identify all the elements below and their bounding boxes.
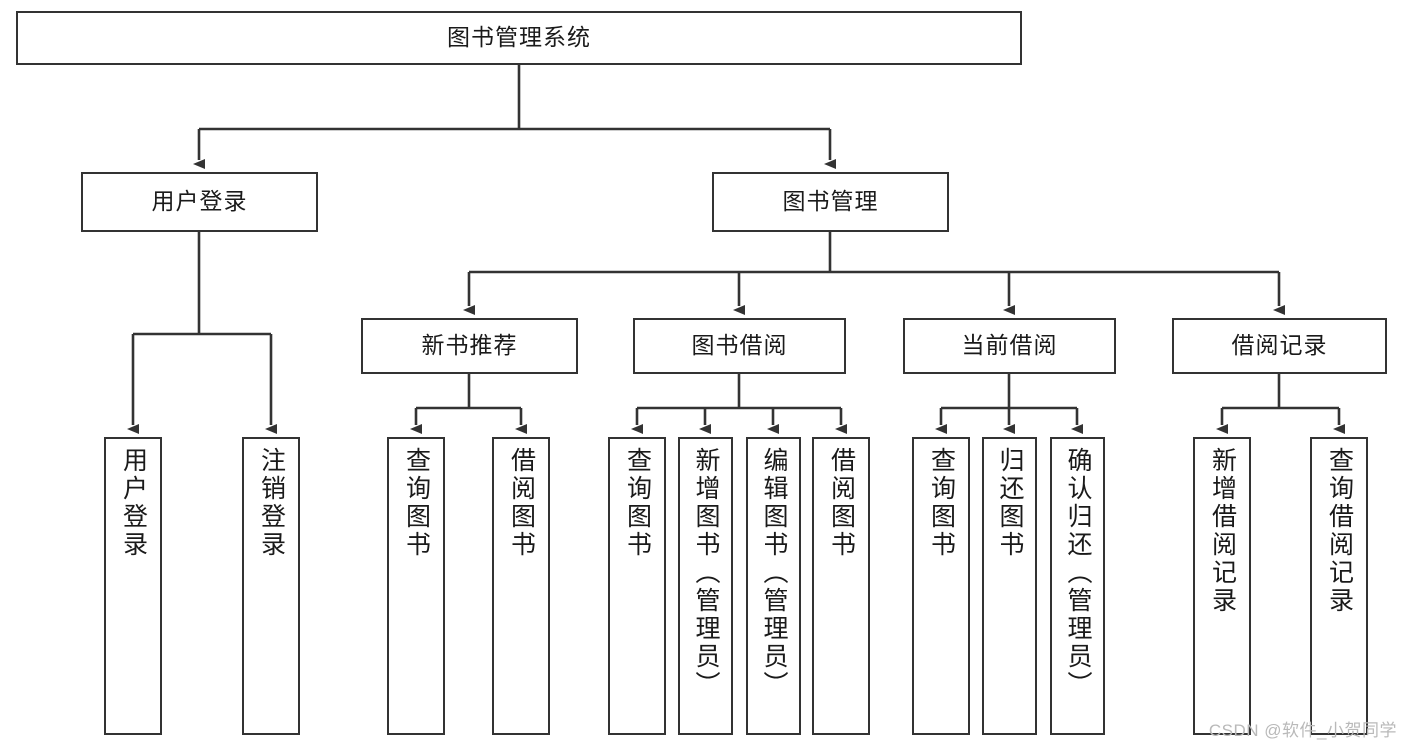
node-label: 借阅图书 — [827, 447, 856, 559]
leaf-add-book-admin[interactable]: 新增图书（管理员） — [678, 437, 733, 735]
node-new-book-recommend[interactable]: 新书推荐 — [361, 318, 578, 374]
node-label: 新书推荐 — [421, 332, 518, 359]
node-user-login[interactable]: 用户登录 — [81, 172, 318, 232]
leaf-borrow-book-borrow[interactable]: 借阅图书 — [812, 437, 870, 735]
node-label: 查询图书 — [927, 447, 956, 559]
node-label: 借阅记录 — [1231, 332, 1328, 359]
node-label: 查询借阅记录 — [1325, 447, 1354, 615]
node-label: 图书管理系统 — [447, 24, 591, 51]
leaf-logout-login[interactable]: 注销登录 — [242, 437, 300, 735]
node-book-management[interactable]: 图书管理 — [712, 172, 949, 232]
node-label: 归还图书 — [996, 447, 1024, 559]
node-label: 注销登录 — [257, 447, 286, 559]
leaf-user-login[interactable]: 用户登录 — [104, 437, 162, 735]
leaf-query-borrow-record[interactable]: 查询借阅记录 — [1310, 437, 1368, 735]
node-label: 图书管理 — [782, 188, 879, 215]
node-label: 用户登录 — [119, 447, 148, 559]
node-label: 编辑图书（管理员） — [760, 447, 788, 699]
node-label: 新增借阅记录 — [1208, 447, 1237, 615]
leaf-add-borrow-record[interactable]: 新增借阅记录 — [1193, 437, 1251, 735]
leaf-query-book-recommend[interactable]: 查询图书 — [387, 437, 445, 735]
node-label: 确认归还（管理员） — [1064, 447, 1092, 699]
node-label: 查询图书 — [623, 447, 652, 559]
leaf-edit-book-admin[interactable]: 编辑图书（管理员） — [746, 437, 801, 735]
node-label: 图书借阅 — [691, 332, 788, 359]
leaf-query-book-current[interactable]: 查询图书 — [912, 437, 970, 735]
node-label: 新增图书（管理员） — [692, 447, 720, 699]
leaf-query-book-borrow[interactable]: 查询图书 — [608, 437, 666, 735]
node-borrow-record[interactable]: 借阅记录 — [1172, 318, 1387, 374]
node-label: 查询图书 — [402, 447, 431, 559]
node-current-borrow[interactable]: 当前借阅 — [903, 318, 1116, 374]
node-label: 用户登录 — [151, 188, 248, 215]
node-book-borrow[interactable]: 图书借阅 — [633, 318, 846, 374]
node-root-book-management-system[interactable]: 图书管理系统 — [16, 11, 1022, 65]
csdn-watermark: CSDN @软件_小贺同学 — [1208, 721, 1397, 740]
node-label: 借阅图书 — [507, 447, 536, 559]
leaf-return-book[interactable]: 归还图书 — [982, 437, 1037, 735]
leaf-confirm-return-admin[interactable]: 确认归还（管理员） — [1050, 437, 1105, 735]
leaf-borrow-book-recommend[interactable]: 借阅图书 — [492, 437, 550, 735]
node-label: 当前借阅 — [961, 332, 1058, 359]
